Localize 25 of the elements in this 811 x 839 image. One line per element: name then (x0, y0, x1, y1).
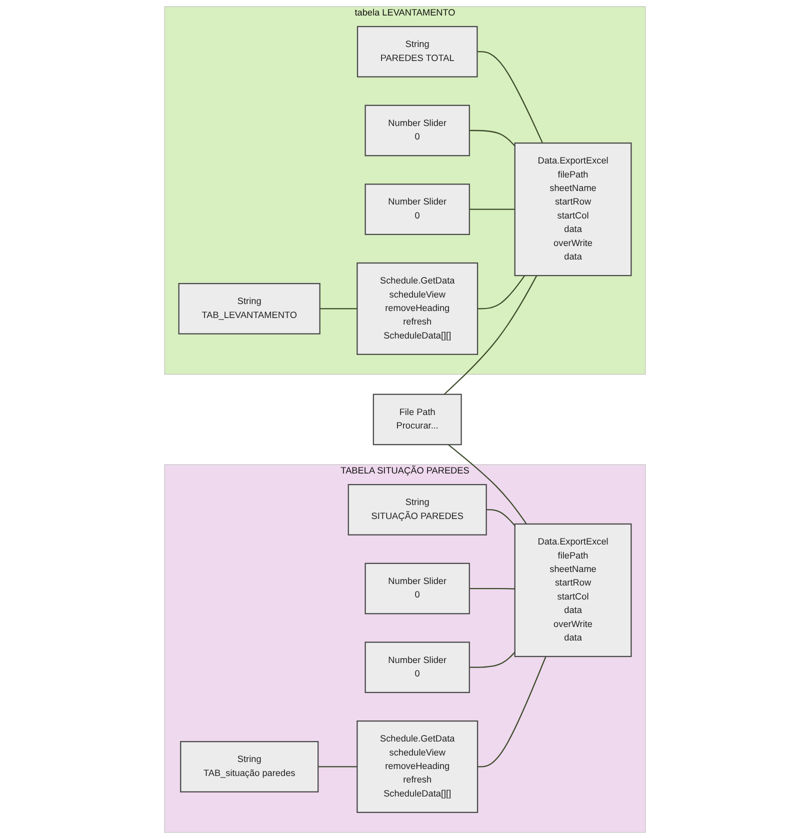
connector (478, 51, 544, 144)
connector (444, 275, 538, 395)
node-box: Data.ExportExcel filePath sheetName startRow startCol data overWrite data (514, 523, 632, 658)
connector (478, 275, 526, 310)
connector (470, 652, 516, 668)
connector (470, 208, 516, 210)
connector (448, 444, 528, 524)
node-box: String SITUAÇÃO PAREDES (348, 484, 488, 536)
node-box: String PAREDES TOTAL (357, 26, 478, 78)
node-box: Data.ExportExcel filePath sheetName startRow startCol data overWrite data (514, 142, 632, 276)
node-box: Number Slider 0 (365, 562, 470, 614)
node-box: String TAB_LEVANTAMENTO (178, 283, 321, 334)
connector (478, 656, 547, 768)
node-box: File Path Procurar... (373, 394, 462, 446)
node-box: Schedule.GetData scheduleView removeHeading refresh ScheduleData[][] (357, 720, 479, 813)
node-box: String TAB_situação paredes (180, 741, 320, 792)
connector (470, 588, 516, 590)
node-box: Number Slider 0 (365, 104, 470, 156)
node-box: Number Slider 0 (365, 184, 470, 236)
connector (470, 130, 516, 146)
node-box: Number Slider 0 (365, 642, 470, 694)
connector (320, 308, 358, 310)
connector (486, 509, 516, 526)
connector (318, 766, 358, 768)
node-box: Schedule.GetData scheduleView removeHeading refresh ScheduleData[][] (357, 262, 479, 355)
